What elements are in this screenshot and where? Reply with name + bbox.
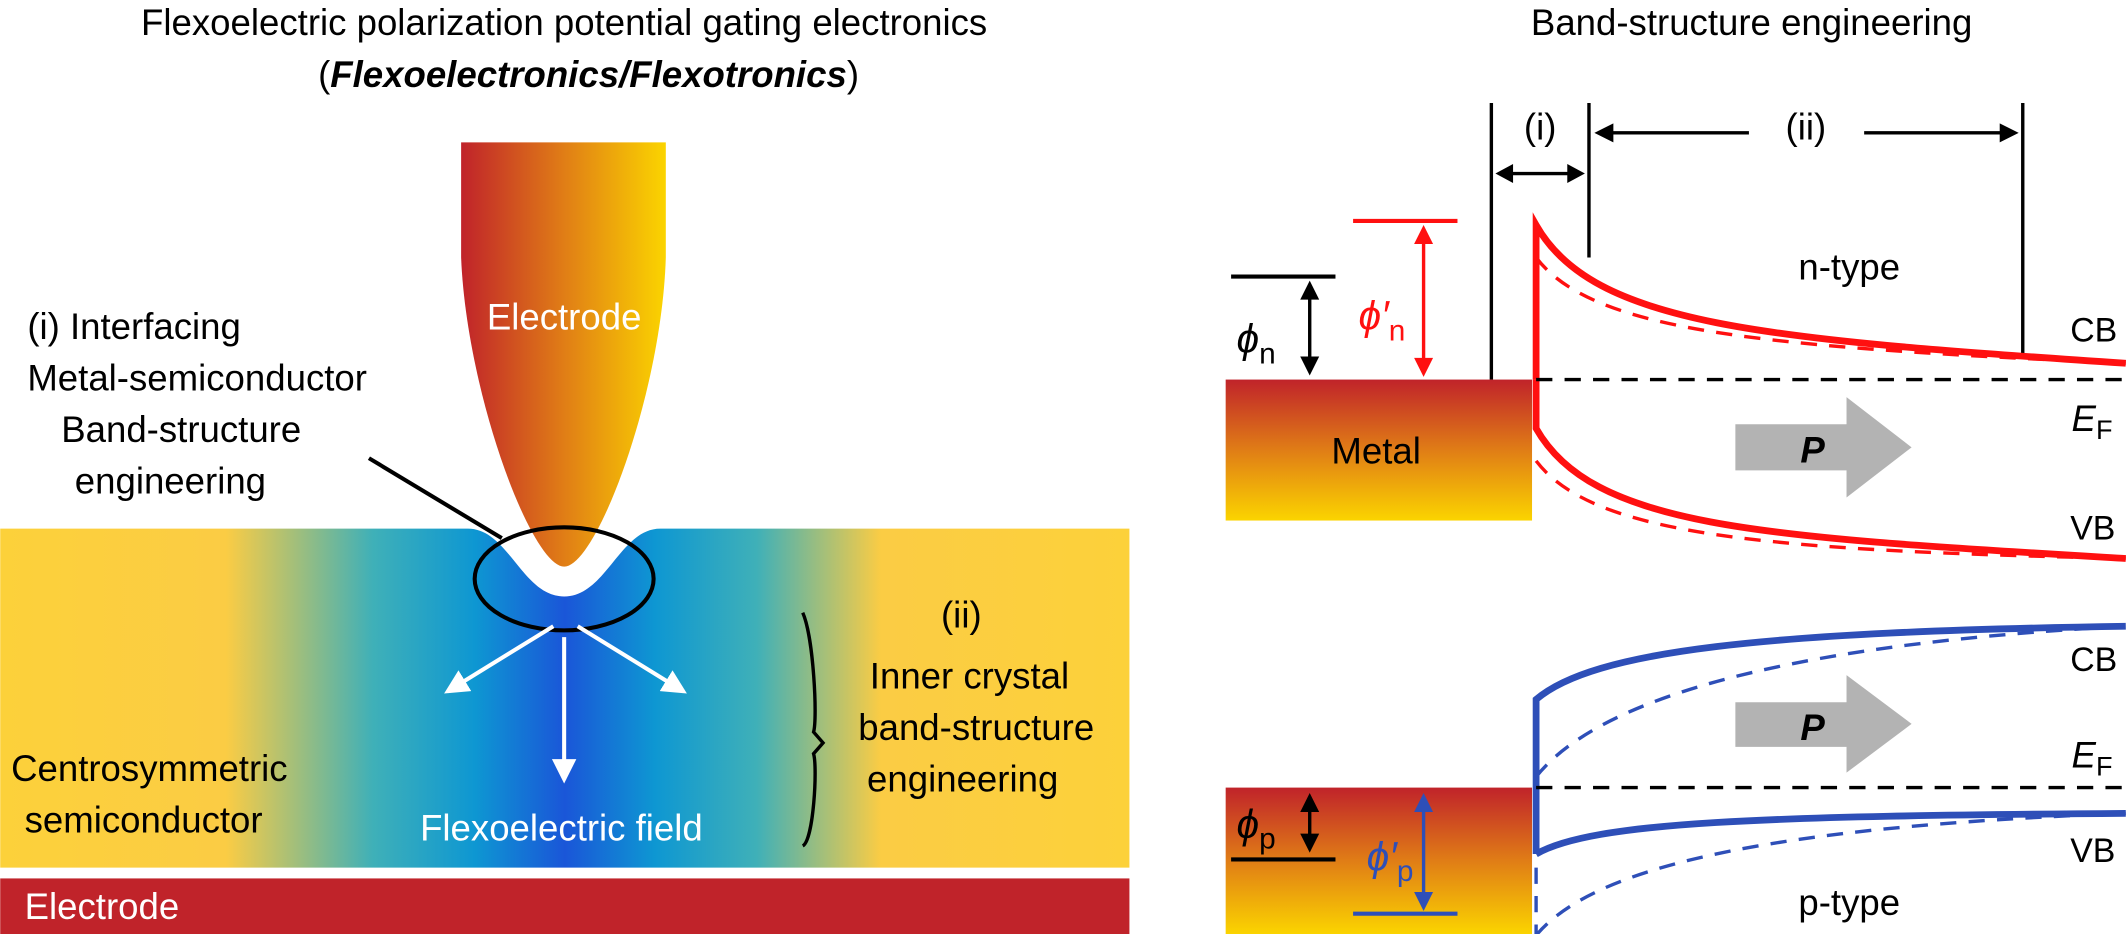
p-polarization-arrow xyxy=(1735,675,1912,773)
p-vb-label: VB xyxy=(2070,832,2115,870)
n-ef-label: EF xyxy=(2072,398,2113,445)
p-cb-solid xyxy=(1532,622,2126,855)
svg-text:Metal-semiconductor: Metal-semiconductor xyxy=(27,357,367,398)
left-panel: Flexoelectric polarization potential gat… xyxy=(0,2,1130,934)
interface-leader-line xyxy=(367,456,503,540)
left-title-line2: (Flexoelectronics/Flexotronics) xyxy=(318,54,859,95)
svg-text:engineering: engineering xyxy=(867,759,1058,800)
n-cb-solid xyxy=(1532,212,2126,380)
p-cb-dashed xyxy=(1534,624,2126,778)
svg-text:Inner crystal: Inner crystal xyxy=(870,656,1069,697)
n-metal-block xyxy=(1225,379,1533,521)
phi-n-label: ϕn xyxy=(1237,315,1276,370)
n-type-label: n-type xyxy=(1798,246,1900,287)
n-metal-label: Metal xyxy=(1331,431,1420,472)
p-ef-label: EF xyxy=(2072,734,2113,781)
inner-crystal-label: (ii) Inner crystal band-structure engine… xyxy=(858,595,1094,800)
n-cb-dashed xyxy=(1534,256,2126,365)
phi-n-prime-label: ϕ′n xyxy=(1359,292,1406,347)
bottom-electrode-label: Electrode xyxy=(25,886,180,927)
bottom-electrode xyxy=(0,878,1130,934)
svg-text:band-structure: band-structure xyxy=(858,707,1094,748)
region-i-label: (i) xyxy=(1524,107,1557,148)
svg-text:Centrosymmetric: Centrosymmetric xyxy=(11,748,288,789)
right-title: Band-structure engineering xyxy=(1531,2,1972,43)
n-polarization-arrow xyxy=(1735,397,1912,498)
interface-ellipse xyxy=(472,525,656,633)
flexoelectric-field-arrows xyxy=(444,624,687,784)
n-polarization-label: P xyxy=(1800,429,1825,470)
phi-p-label: ϕp xyxy=(1237,801,1276,856)
p-vb-dashed xyxy=(1534,811,2126,934)
p-type-band-diagram: ϕp ϕ′p P p-type CB EF VB xyxy=(1225,622,2126,934)
brace xyxy=(801,612,826,848)
right-panel: Band-structure engineering (i) (ii) Meta… xyxy=(1225,2,2126,934)
svg-text:engineering: engineering xyxy=(75,460,266,501)
svg-text:(i) Interfacing: (i) Interfacing xyxy=(27,306,241,347)
svg-text:(ii): (ii) xyxy=(941,595,982,636)
n-cb-label: CB xyxy=(2070,312,2117,350)
semiconductor-label: Centrosymmetric semiconductor xyxy=(11,748,288,841)
p-type-label: p-type xyxy=(1798,882,1900,923)
n-vb-label: VB xyxy=(2070,510,2115,548)
phi-p-prime-label: ϕ′p xyxy=(1367,833,1414,888)
interface-label: (i) Interfacing Metal-semiconductor Band… xyxy=(27,306,367,502)
tip-electrode xyxy=(461,142,666,567)
svg-text:Band-structure: Band-structure xyxy=(61,409,301,450)
region-ii-label: (ii) xyxy=(1786,107,1827,148)
flexoelectric-field-label: Flexoelectric field xyxy=(420,807,703,848)
n-vb-dashed xyxy=(1534,459,2126,561)
region-markers xyxy=(1489,103,2025,380)
n-type-band-diagram: Metal ϕn ϕ′n P n-type CB EF VB xyxy=(1225,212,2126,562)
n-vb-solid xyxy=(1532,379,2126,562)
field-arrow-left xyxy=(444,624,555,694)
p-cb-label: CB xyxy=(2070,641,2117,679)
p-vb-solid xyxy=(1534,809,2126,857)
tip-electrode-label: Electrode xyxy=(487,296,642,337)
p-polarization-label: P xyxy=(1800,707,1825,748)
left-title-line1: Flexoelectric polarization potential gat… xyxy=(141,2,987,43)
field-arrow-right xyxy=(576,624,687,694)
svg-text:semiconductor: semiconductor xyxy=(25,799,263,840)
